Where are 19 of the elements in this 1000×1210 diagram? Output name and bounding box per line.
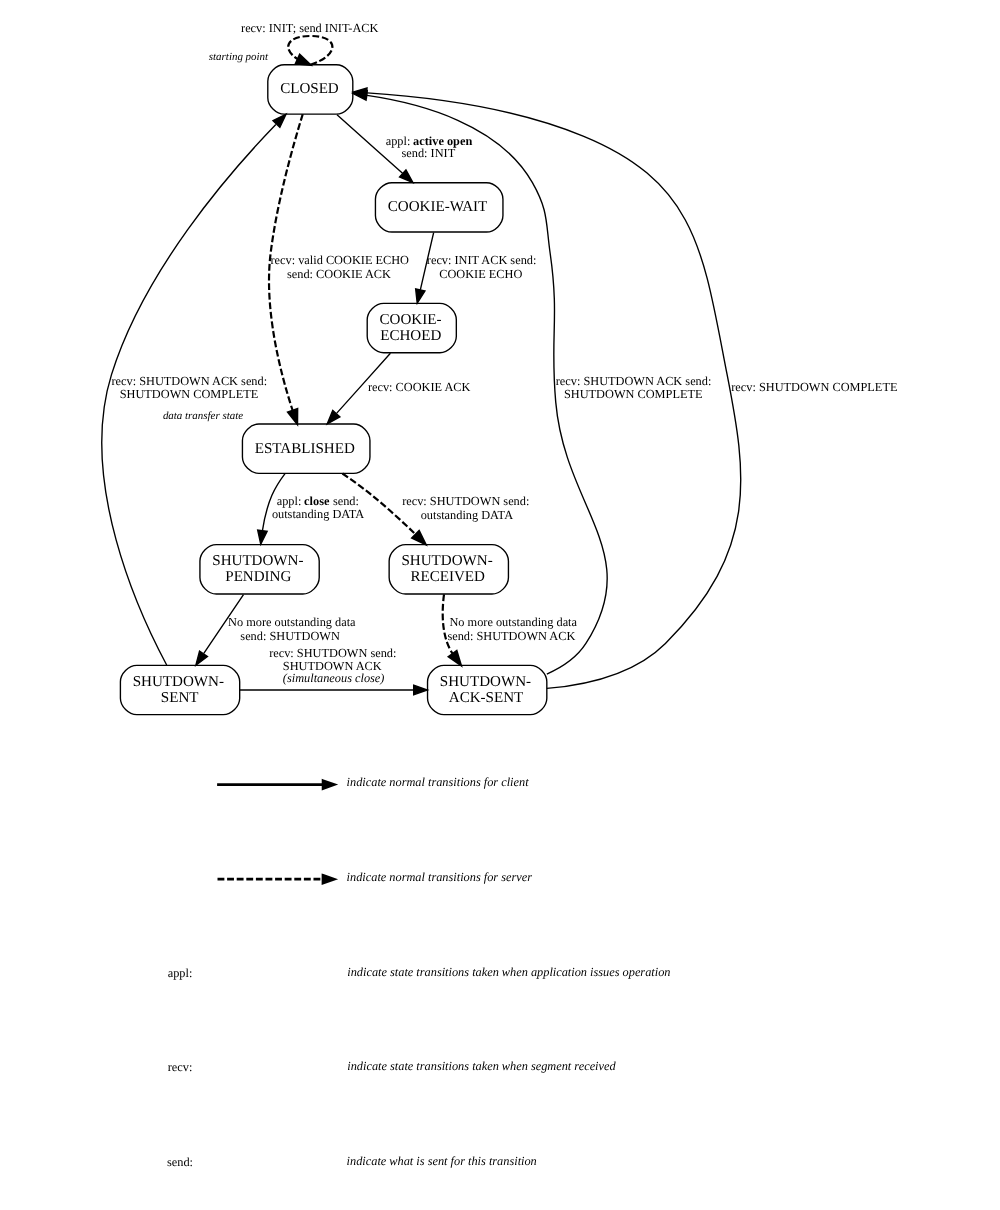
node-box: SHUTDOWN- RECEIVED — [388, 544, 510, 595]
arrow — [239, 684, 430, 696]
node-box: SHUTDOWN- ACK-SENT — [426, 664, 548, 716]
arrow — [267, 113, 304, 427]
arrow — [287, 34, 334, 67]
node-box: CLOSED — [267, 64, 354, 115]
node-box: SHUTDOWN- SENT — [119, 664, 241, 716]
arrow — [414, 231, 435, 306]
arrow — [336, 114, 415, 184]
node-box: COOKIE- ECHOED — [366, 302, 457, 354]
node-box: SHUTDOWN- PENDING — [199, 544, 320, 595]
arrow — [341, 472, 428, 547]
arrow — [194, 593, 245, 667]
arrow — [441, 594, 463, 668]
node-box: ESTABLISHED — [241, 423, 371, 475]
arrow — [101, 112, 288, 666]
arrow — [325, 352, 392, 426]
node-box: COOKIE-WAIT — [374, 182, 504, 233]
arrow — [256, 472, 286, 547]
